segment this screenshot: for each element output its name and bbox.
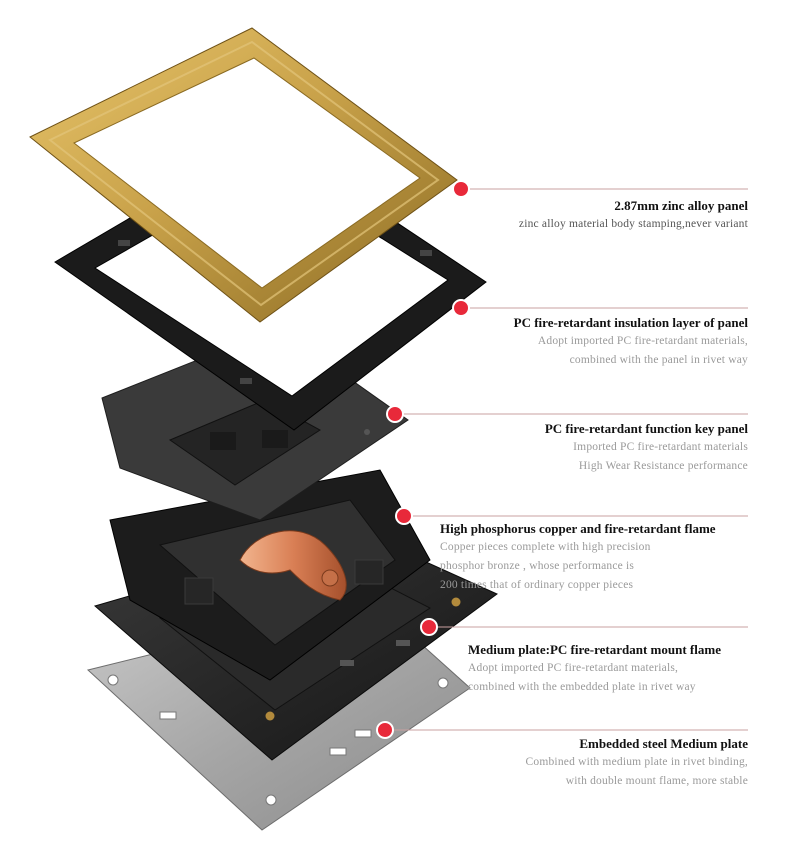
callout-description-line: combined with the embedded plate in rive…: [468, 681, 696, 693]
callout-title: PC fire-retardant function key panel: [544, 421, 748, 436]
callout-description-line: Adopt imported PC fire-retardant materia…: [537, 335, 748, 347]
callout-description-line: zinc alloy material body stamping,never …: [518, 218, 748, 230]
callout-description-line: with double mount flame, more stable: [565, 775, 748, 787]
callout-copper-flame: High phosphorus copper and fire-retardan…: [440, 520, 716, 595]
callout-description-line: combined with the panel in rivet way: [569, 354, 748, 366]
marker-dot-pc-insulation-layer: [452, 299, 470, 317]
leader-lines: [376, 180, 748, 739]
callout-description-line: Adopt imported PC fire-retardant materia…: [468, 662, 679, 674]
callout-title: High phosphorus copper and fire-retardan…: [440, 521, 716, 536]
callout-description-line: phosphor bronze , whose performance is: [440, 560, 635, 572]
copper-flame-part: [109, 469, 431, 681]
callout-description-line: Combined with medium plate in rivet bind…: [525, 756, 748, 768]
callout-title: PC fire-retardant insulation layer of pa…: [513, 315, 748, 330]
marker-dot-embedded-steel-plate: [376, 721, 394, 739]
callout-title: 2.87mm zinc alloy panel: [614, 198, 748, 213]
callout-description-line: Imported PC fire-retardant materials: [573, 441, 748, 453]
callout-description-line: 200 times that of ordinary copper pieces: [440, 579, 634, 591]
callout-zinc-alloy-panel: 2.87mm zinc alloy panel zinc alloy materi…: [519, 197, 748, 234]
marker-dot-medium-plate: [420, 618, 438, 636]
callout-description-line: High Wear Resistance performance: [578, 460, 748, 472]
zinc-alloy-panel-part: [29, 27, 458, 323]
callout-pc-insulation-layer: PC fire-retardant insulation layer of pa…: [514, 314, 748, 370]
marker-dot-copper-flame: [395, 507, 413, 525]
marker-dot-pc-function-key-panel: [386, 405, 404, 423]
marker-dot-zinc-alloy-panel: [452, 180, 470, 198]
callout-description-line: Copper pieces complete with high precisi…: [440, 541, 651, 553]
callout-medium-plate: Medium plate:PC fire-retardant mount fla…: [468, 641, 721, 697]
callout-title: Embedded steel Medium plate: [579, 736, 748, 751]
callout-title: Medium plate:PC fire-retardant mount fla…: [468, 642, 721, 657]
